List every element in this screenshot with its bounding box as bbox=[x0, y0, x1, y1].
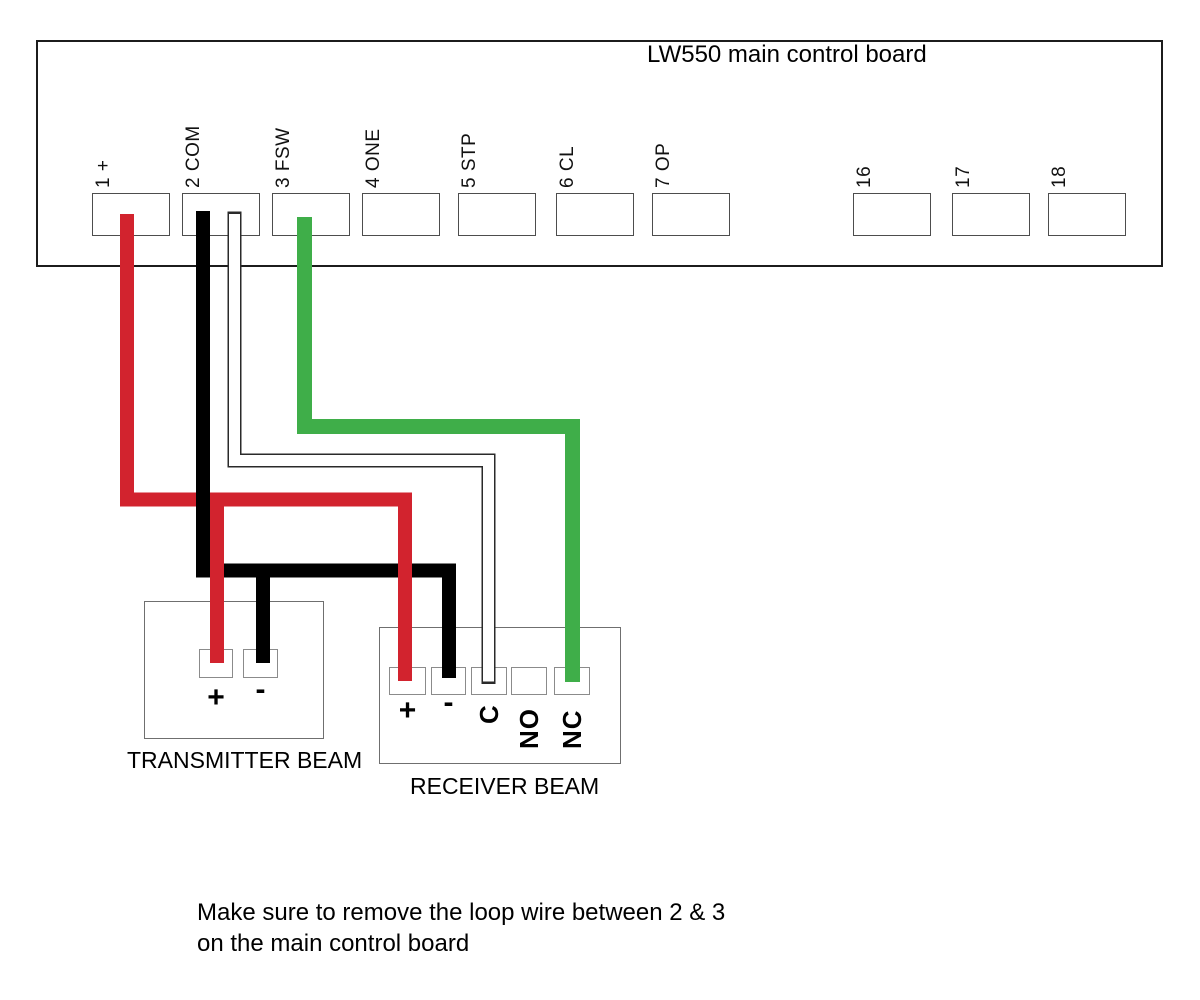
board-terminal-box-16 bbox=[853, 193, 931, 236]
receiver-beam-label: RECEIVER BEAM bbox=[410, 773, 600, 799]
transmitter-terminal-label-+: + bbox=[207, 681, 225, 714]
board-terminal-box-3-FSW bbox=[272, 193, 350, 236]
board-terminal-box-2-COM bbox=[182, 193, 260, 236]
board-terminal-label: 2 COM bbox=[183, 125, 204, 188]
transmitter-beam-label: TRANSMITTER BEAM bbox=[127, 747, 363, 773]
note-line-2: on the main control board bbox=[197, 930, 470, 957]
receiver-terminal-box-NC bbox=[554, 667, 590, 695]
note-text: Make sure to remove the loop wire betwee… bbox=[197, 897, 725, 959]
board-terminal-label: 1 + bbox=[93, 159, 114, 188]
board-terminal-box-6-CL bbox=[556, 193, 634, 236]
board-terminal-box-17 bbox=[952, 193, 1030, 236]
board-terminal-label: 17 bbox=[953, 165, 974, 188]
transmitter-terminal-box-+ bbox=[199, 649, 233, 678]
receiver-terminal-box-NO bbox=[511, 667, 547, 695]
board-terminal-box-7-OP bbox=[652, 193, 730, 236]
board-terminal-box-18 bbox=[1048, 193, 1126, 236]
wire-green-fsw-wire bbox=[297, 217, 580, 682]
receiver-terminal-label-NO: NO bbox=[514, 708, 544, 749]
board-terminal-box-4-ONE bbox=[362, 193, 440, 236]
board-terminal-label: 4 ONE bbox=[363, 128, 384, 188]
board-terminal-label: 16 bbox=[854, 165, 875, 188]
receiver-terminal-box-+ bbox=[389, 667, 426, 695]
note-line-1: Make sure to remove the loop wire betwee… bbox=[197, 899, 726, 926]
board-terminal-label: 5 STP bbox=[459, 132, 480, 188]
board-terminal-label: 7 OP bbox=[653, 142, 674, 188]
transmitter-terminal-label--: - bbox=[255, 673, 266, 706]
transmitter-beam-box bbox=[144, 601, 324, 739]
receiver-terminal-label-+: + bbox=[398, 694, 417, 727]
board-title: LW550 main control board bbox=[647, 41, 927, 68]
board-terminal-box-1-+ bbox=[92, 193, 170, 236]
receiver-terminal-label-NC: NC bbox=[557, 709, 587, 749]
receiver-terminal-label-C: C bbox=[474, 704, 504, 724]
receiver-terminal-box-C bbox=[471, 667, 507, 695]
board-terminal-label: 3 FSW bbox=[273, 127, 294, 188]
board-terminal-label: 18 bbox=[1049, 165, 1070, 188]
receiver-terminal-label--: - bbox=[443, 686, 454, 719]
board-terminal-label: 6 CL bbox=[557, 145, 578, 188]
board-terminal-box-5-STP bbox=[458, 193, 536, 236]
